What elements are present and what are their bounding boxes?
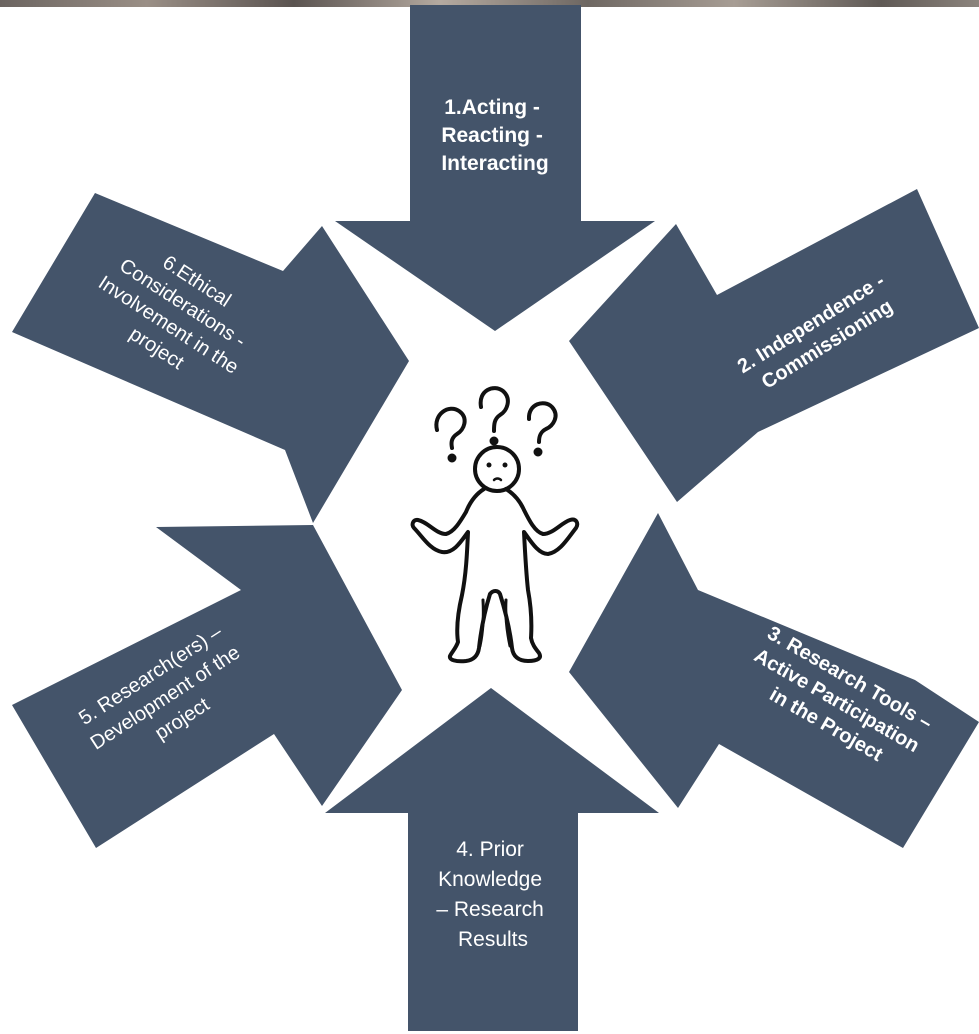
- question-mark-right-icon: [527, 401, 558, 457]
- arrow-prior-knowledge: 4. Prior Knowledge – Research Results: [325, 688, 659, 1031]
- arrow-research-tools-shape: [569, 513, 979, 848]
- person-body: [410, 487, 580, 664]
- arrow-acting: 1.Acting - Reacting - Interacting: [335, 5, 655, 331]
- arrow-prior-knowledge-shape: [325, 688, 659, 1031]
- question-mark-left-icon: [434, 406, 467, 463]
- arrow-ethical: 6.Ethical Considerations - Involvement i…: [12, 193, 409, 523]
- question-mark-middle-icon: [478, 386, 510, 446]
- person-head: [473, 445, 521, 493]
- arrow-researchers-shape: [12, 525, 402, 848]
- arrow-prior-knowledge-label: 4. Prior Knowledge – Research Results: [436, 838, 549, 951]
- arrow-ethical-shape: [12, 193, 409, 523]
- confused-person-icon: [410, 386, 580, 664]
- arrow-acting-shape: [335, 5, 655, 331]
- arrow-independence: 2. Independence - Commissioning: [569, 189, 979, 502]
- top-photo-strip: [0, 0, 979, 7]
- arrow-independence-shape: [569, 189, 979, 502]
- arrow-acting-label: 1.Acting - Reacting - Interacting: [441, 96, 548, 175]
